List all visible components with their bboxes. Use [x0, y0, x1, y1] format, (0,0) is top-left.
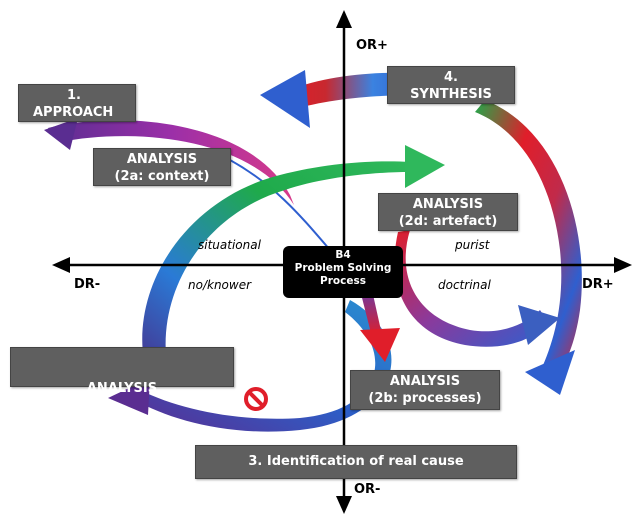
identification-line-1: 3. Identification of real cause	[248, 454, 464, 469]
axis-label-dr-plus: DR+	[582, 277, 614, 292]
no-entry-icon	[244, 387, 268, 411]
axis-label-dr-minus: DR-	[74, 277, 101, 292]
analysis-processes-line-2: (2b: processes)	[368, 391, 482, 406]
center-process-box: B4 Problem Solving Process	[283, 246, 403, 298]
quadrant-label-no-knower: no/knower	[188, 278, 252, 292]
identification-box: 3. Identification of real cause	[195, 445, 517, 479]
analysis-artefact-line-1: ANALYSIS	[412, 197, 484, 212]
center-line-3: Process	[320, 275, 366, 287]
main-loop-arrow	[142, 161, 410, 385]
processes-arrow-head	[360, 328, 400, 362]
approach-line	[229, 159, 331, 251]
synthesis-return-arrow-head	[260, 70, 310, 128]
analysis-processes-box: ANALYSIS (2b: processes)	[350, 370, 500, 410]
approach-box: 1. APPROACH	[18, 84, 136, 122]
analysis-context-line-2: (2a: context)	[114, 169, 210, 184]
synthesis-box: 4. SYNTHESIS	[387, 66, 515, 104]
vertical-axis-bottom-arrowhead	[336, 496, 352, 514]
artefact-loop	[394, 230, 548, 347]
analysis-artefact-box: ANALYSIS (2d: artefact)	[378, 193, 518, 231]
processes-arrow	[360, 290, 382, 337]
center-line-2: Problem Solving	[294, 262, 392, 274]
bottom-loop-arrow	[135, 300, 392, 432]
vertical-axis-top-arrowhead	[336, 10, 352, 28]
synthesis-box-line-1: 4.	[444, 70, 458, 85]
synthesis-return-arrow	[285, 72, 420, 110]
horizontal-axis-left-arrowhead	[52, 257, 70, 273]
horizontal-axis-right-arrowhead	[614, 257, 632, 273]
quadrant-label-purist: purist	[455, 238, 490, 252]
analysis-users-box: ANALYSIS (2c: users/ vendors)	[10, 347, 234, 443]
synthesis-right-loop-head	[525, 350, 575, 395]
axis-label-or-minus: OR-	[354, 482, 381, 497]
quadrant-label-doctrinal: doctrinal	[438, 278, 491, 292]
analysis-users-line-1: ANALYSIS	[86, 381, 158, 396]
approach-arrow-head	[44, 118, 78, 150]
synthesis-box-line-2: SYNTHESIS	[410, 87, 492, 102]
analysis-users-line-2: (2c: users/ vendors)	[41, 428, 203, 443]
axis-label-or-plus: OR+	[356, 38, 388, 53]
center-line-1: B4	[335, 249, 351, 261]
synthesis-right-loop	[475, 100, 582, 380]
quadrant-label-situational: situational	[198, 238, 261, 252]
approach-box-line-1: 1.	[67, 88, 81, 103]
analysis-context-box: ANALYSIS (2a: context)	[93, 148, 231, 186]
main-loop-arrow-head	[405, 145, 445, 188]
analysis-context-line-1: ANALYSIS	[126, 152, 198, 167]
artefact-loop-head	[518, 305, 560, 345]
analysis-artefact-line-2: (2d: artefact)	[398, 214, 498, 229]
analysis-processes-line-1: ANALYSIS	[389, 374, 461, 389]
approach-box-line-2: APPROACH	[33, 105, 114, 120]
bottom-loop-arrow-head	[108, 378, 150, 415]
